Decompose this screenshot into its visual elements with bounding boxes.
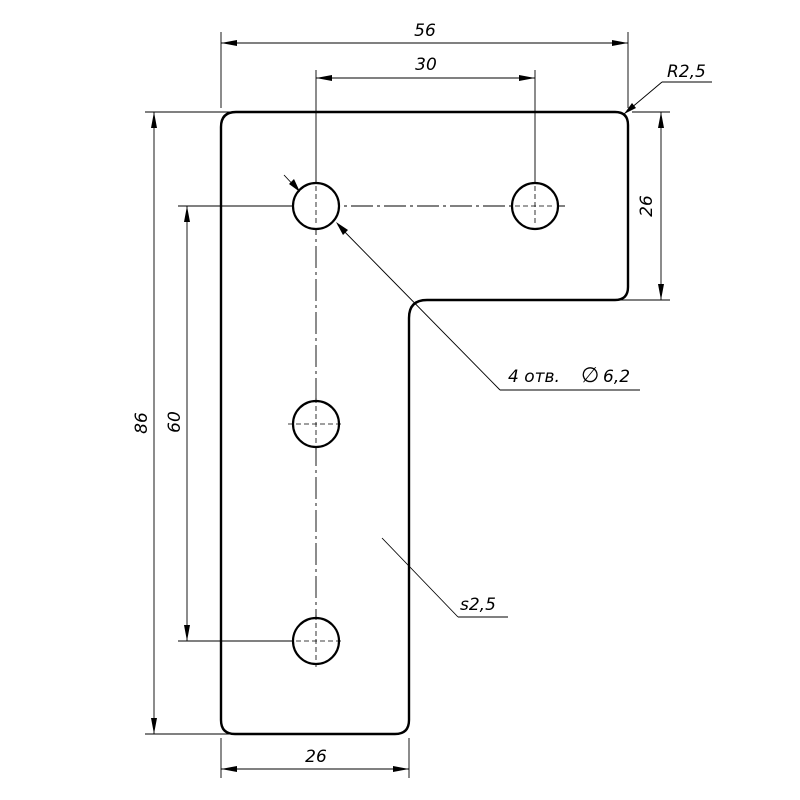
dimension-86-label: 86 [132,412,152,434]
holes-count-label: 4 отв. [508,367,560,387]
hole-bottom [288,615,344,667]
bracket-outline [219,110,630,736]
hole-diameter-label: 6,2 [603,367,630,387]
dimension-hole-spacing-vertical: 60 [165,205,292,642]
dimension-26-right-label: 26 [637,195,657,217]
dimension-overall-width: 56 [220,21,629,108]
dimension-26-bottom-label: 26 [305,747,327,767]
callout-thickness: s2,5 [381,537,508,618]
callout-corner-radius: R2,5 [623,62,712,115]
dimension-30-label: 30 [415,55,437,75]
hole-middle [288,398,344,450]
dimension-bottom-width: 26 [220,738,410,778]
dimension-60-label: 60 [165,411,185,433]
dimension-top-arm-height: 26 [612,111,670,301]
dimension-overall-height: 86 [132,111,230,735]
callout-holes: 4 отв. ∅ 6,2 [283,174,640,391]
thickness-label: s2,5 [460,595,496,615]
hole-top-left [291,181,341,231]
dimension-hole-spacing-horizontal: 30 [315,55,536,182]
diameter-icon: ∅ [581,363,599,387]
radius-label: R2,5 [667,62,706,82]
dimension-56-label: 56 [414,21,436,41]
hole-top-right [510,181,560,231]
